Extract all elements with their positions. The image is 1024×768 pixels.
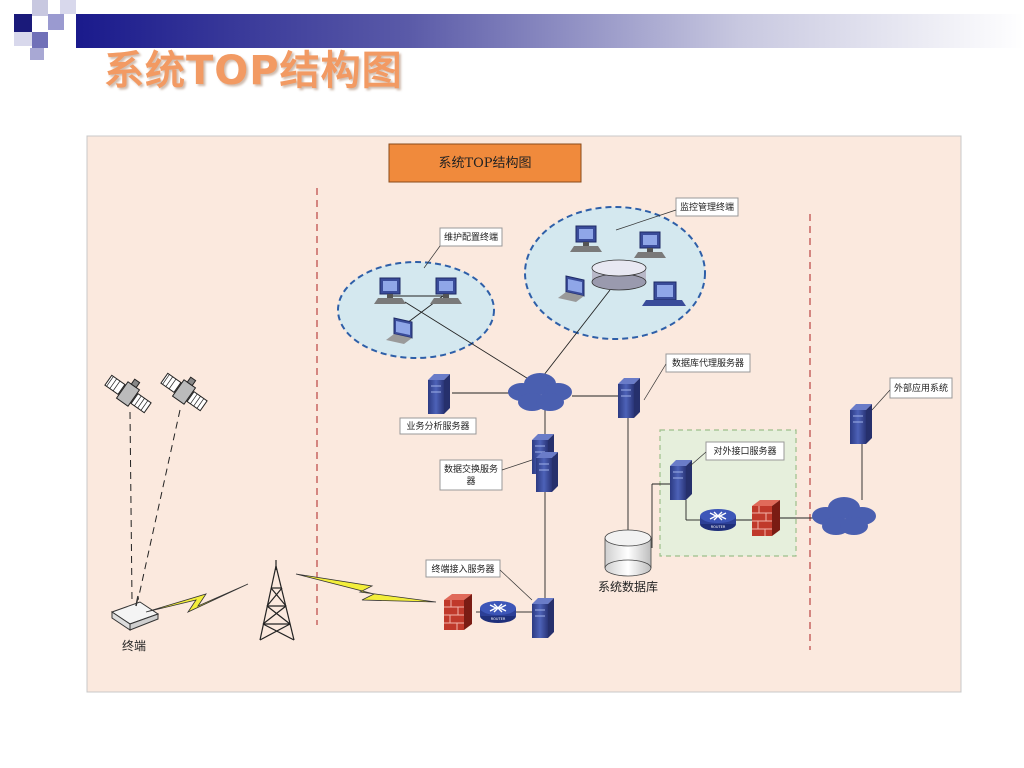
header-square-1 [14, 14, 32, 32]
external-interface-server-icon [669, 459, 693, 501]
maintenance-terminal-group [337, 261, 495, 359]
wireless-link-left [145, 583, 249, 613]
leader-monitor [615, 209, 677, 231]
router-label: ROUTER [491, 617, 506, 621]
header-square-5 [60, 0, 76, 14]
header-square-7 [30, 48, 44, 60]
business-analysis-server-icon [427, 373, 451, 415]
leader-external-app [871, 389, 891, 411]
external-app-label-box [889, 377, 953, 399]
header-square-6 [14, 32, 32, 46]
label-system-database: 系统数据库 [598, 579, 658, 594]
db-proxy-label-box [665, 353, 751, 373]
satellite-link-1 [129, 411, 133, 601]
terminal-access-server-icon [531, 597, 555, 639]
leader-terminal-access [499, 569, 533, 601]
satellite-icon [104, 374, 152, 414]
slide-title: 系统TOP结构图 [104, 48, 403, 94]
monitor-label-box [675, 197, 739, 217]
monitor-workstation-icon [642, 281, 686, 306]
label-data-exchange-1: 数据交换服务 [444, 463, 498, 475]
satellite-icon-2 [160, 372, 208, 412]
external-interface-label-box [705, 441, 785, 461]
cell-tower-icon [259, 560, 295, 641]
header-square-3 [48, 14, 64, 30]
data-exchange-server-icon-2 [535, 451, 559, 493]
header-square-2 [32, 0, 48, 16]
satellite-link-2 [137, 409, 181, 601]
business-analysis-label-box [399, 417, 477, 435]
label-business-analysis-server: 业务分析服务器 [406, 420, 469, 432]
label-external-interface-server: 对外接口服务器 [713, 445, 776, 457]
terminal-device-icon [110, 595, 160, 631]
label-data-exchange-2: 器 [466, 476, 475, 487]
header-square-4 [32, 32, 48, 48]
system-database-icon [604, 529, 652, 577]
firewall-icon [443, 593, 473, 631]
leader-db-proxy [643, 363, 667, 401]
connection-lines [393, 289, 863, 613]
leader-maintenance [423, 245, 441, 269]
header-gradient-bar [76, 14, 1024, 48]
diagram-title-box [388, 143, 582, 183]
external-firewall-icon [751, 499, 781, 537]
db-proxy-server-icon [617, 377, 641, 419]
label-db-proxy-server: 数据库代理服务器 [672, 357, 744, 369]
label-maintenance-terminal: 维护配置终端 [444, 231, 498, 243]
leader-external-interface [689, 451, 707, 467]
data-exchange-label-box [439, 459, 503, 491]
diagram-title: 系统TOP结构图 [438, 156, 531, 171]
label-terminal: 终端 [122, 638, 146, 653]
label-external-app-system: 外部应用系统 [894, 382, 948, 394]
leader-data-exchange [501, 459, 533, 471]
external-app-server-icon [849, 403, 873, 445]
terminal-access-label-box [425, 559, 501, 578]
maintenance-label-box [439, 227, 503, 247]
monitor-hub-icon [591, 259, 647, 291]
external-router-label: ROUTER [711, 525, 726, 529]
label-monitor-terminal: 监控管理终端 [680, 201, 734, 213]
label-terminal-access-server: 终端接入服务器 [431, 563, 494, 575]
wireless-link-right [295, 573, 437, 603]
diagram-panel [86, 135, 962, 693]
